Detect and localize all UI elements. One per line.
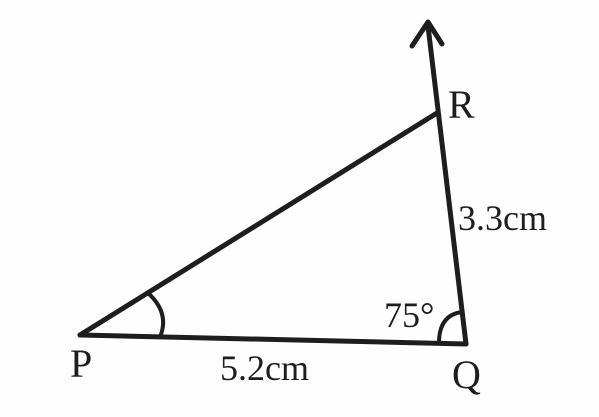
ray-arrowhead: [409, 19, 445, 49]
angle-label-q: 75°: [384, 295, 434, 335]
side-pq: [77, 332, 469, 347]
angle-arc-p: [146, 291, 165, 338]
length-label-qr: 3.3cm: [458, 198, 547, 238]
vertex-label-q: Q: [452, 352, 481, 397]
vertex-label-p: P: [70, 341, 92, 386]
length-label-pq: 5.2cm: [220, 348, 309, 388]
angle-arc-q: [437, 310, 463, 344]
side-pr: [77, 110, 440, 338]
ray-qr: [425, 23, 469, 347]
vertex-label-r: R: [448, 82, 475, 127]
